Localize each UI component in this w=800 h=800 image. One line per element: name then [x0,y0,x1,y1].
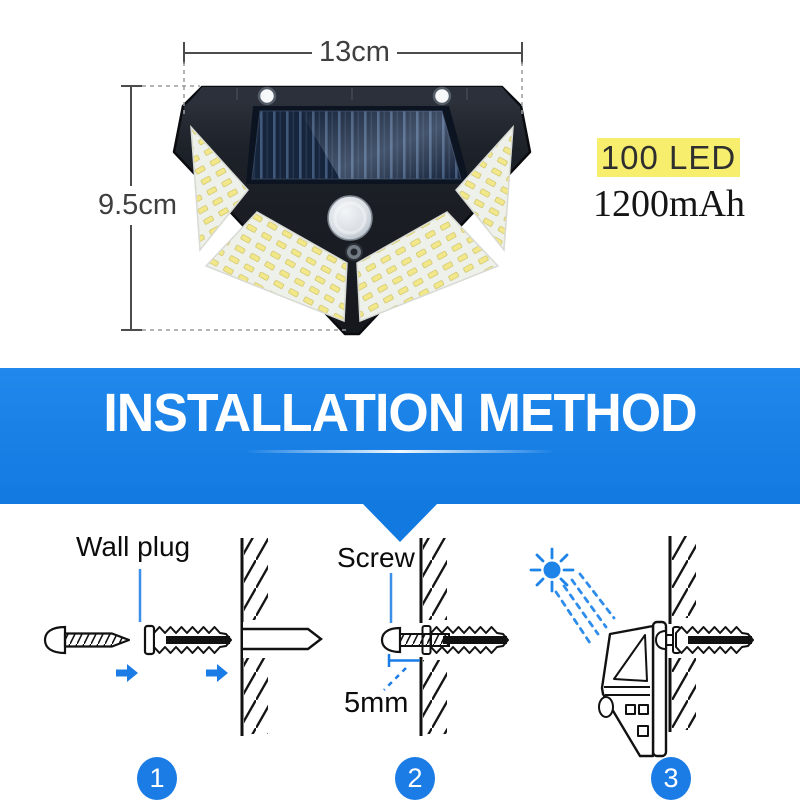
step-3-diagram [529,536,756,758]
sunlight-rays-icon [554,572,616,645]
depth-measure-icon [383,654,420,691]
motion-sensor [327,195,373,241]
wall-plug-label: Wall plug [76,531,191,562]
wall-plug-icon [143,624,232,656]
lamp-body [172,85,532,336]
led-panel-upper-left [190,124,249,252]
screw-in-wall-icon [380,625,509,655]
banner-pointer [362,503,438,542]
screw-icon [43,625,131,655]
product-photo [172,85,532,336]
led-count-badge: 100 LED [597,138,740,177]
sun-icon [529,547,575,593]
led-panel-lower-right [356,211,500,323]
led-panel-lower-left [204,211,348,323]
mode-button [345,243,363,261]
drill-hole-icon [243,622,333,658]
step-1-diagram [43,538,333,736]
mounting-hole [432,86,452,106]
solar-panel [246,106,470,184]
dimension-width-label: 13cm [312,36,397,69]
step-number-badge-2: 2 [395,757,435,800]
battery-capacity-label: 1200mAh [593,183,745,225]
step-number-badge-1: 1 [137,757,177,800]
arrow-right-icon [206,664,228,682]
wall-plug-icon [666,626,754,654]
mounted-lamp-icon [598,620,668,758]
led-panel-upper-right [455,124,514,252]
installation-banner: INSTALLATION METHOD [0,368,800,504]
wall-hatch [419,538,447,736]
dimension-height-label: 9.5cm [93,186,182,225]
depth-label: 5mm [344,687,409,719]
screw-label: Screw [337,542,415,573]
top-bar [188,87,516,104]
banner-shine-divider [245,450,555,453]
mounting-hole [257,86,277,106]
banner-title: INSTALLATION METHOD [103,383,697,443]
wall-hatch [240,538,268,736]
step-number-badge-3: 3 [651,757,691,800]
arrow-right-icon [116,664,138,682]
wall-hatch [668,536,696,732]
